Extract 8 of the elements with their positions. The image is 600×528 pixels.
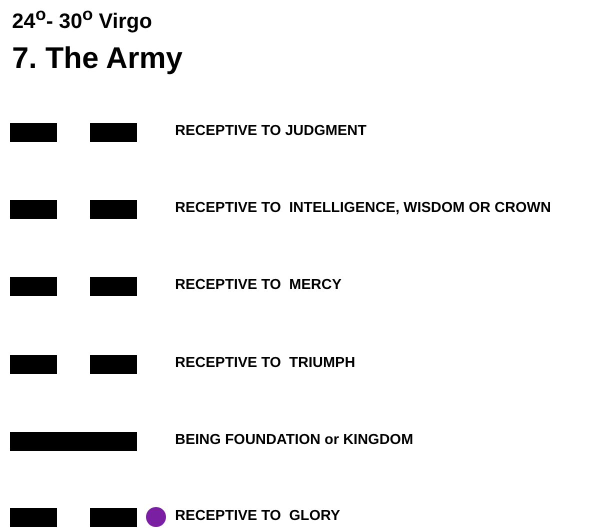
subheading: 7. The Army (12, 42, 183, 76)
line-label: BEING FOUNDATION or KINGDOM (175, 432, 414, 448)
line-label: RECEPTIVE TO MERCY (175, 277, 342, 293)
heading: 24$^{o}$- 30$^{o}$ Virgo (12, 4, 152, 34)
line-label: RECEPTIVE TO TRIUMPH (175, 355, 356, 371)
line-label: RECEPTIVE TO JUDGMENT (175, 123, 366, 139)
line-label: RECEPTIVE TO INTELLIGENCE, WISDOM OR CROWN (175, 200, 551, 216)
line-label: RECEPTIVE TO GLORY (175, 508, 340, 524)
